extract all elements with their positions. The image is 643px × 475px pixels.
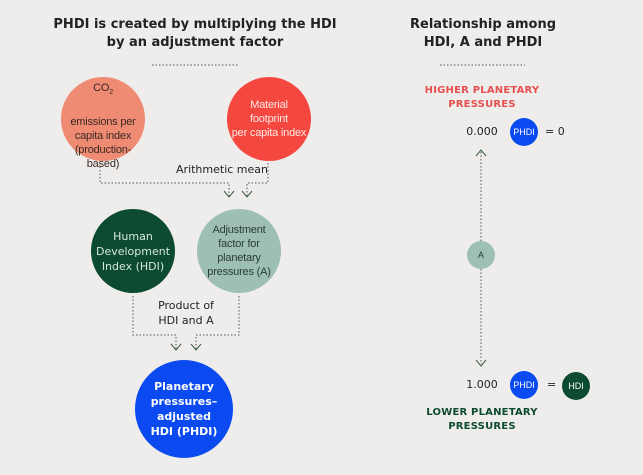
bottom-value: 1.000 — [466, 378, 498, 391]
arrow-down-icon — [475, 359, 487, 367]
phdi-badge-bottom: PHDI — [510, 371, 538, 399]
product-label: Product of HDI and A — [158, 299, 214, 327]
right-panel-title: Relationship among HDI, A and PHDI — [410, 17, 557, 50]
phdi-label: Planetary pressures– adjusted HDI (PHDI) — [150, 380, 218, 438]
adjustment-factor-circle: Adjustment factor for planetary pressure… — [197, 209, 281, 293]
higher-pressures-label: HIGHER PLANETARY PRESSURES — [424, 85, 540, 110]
adjustment-to-phdi-connector — [195, 296, 240, 349]
arithmetic-mean-label: Arithmetic mean — [176, 163, 268, 176]
arrow-down-icon — [190, 343, 202, 351]
phdi-badge-top: PHDI — [510, 118, 538, 146]
phdi-circle: Planetary pressures– adjusted HDI (PHDI) — [135, 360, 233, 458]
hdi-to-phdi-connector — [132, 296, 177, 349]
co2-label-rest: emissions per capita index (production- … — [70, 115, 136, 170]
material-footprint-circle: Material footprint per capita index — [227, 77, 311, 161]
lower-pressures-label: LOWER PLANETARY PRESSURES — [426, 407, 538, 432]
arrow-down-icon — [223, 190, 235, 198]
left-panel-title: PHDI is created by multiplying the HDI b… — [53, 17, 337, 50]
adjustment-factor-label: Adjustment factor for planetary pressure… — [207, 224, 271, 278]
co2-label-subscript: 2 — [109, 89, 113, 97]
arrow-up-icon — [475, 149, 487, 157]
top-value: 0.000 — [466, 125, 498, 138]
co2-emissions-circle: CO2 emissions per capita index (producti… — [61, 77, 145, 170]
bottom-equals: = — [547, 378, 557, 391]
hdi-circle: Human Development Index (HDI) — [91, 209, 175, 293]
top-equals: = 0 — [545, 125, 565, 138]
hdi-label: Human Development Index (HDI) — [95, 229, 171, 273]
a-badge: A — [467, 241, 495, 269]
arrow-down-icon — [170, 343, 182, 351]
co2-to-adjustment-connector — [99, 163, 230, 196]
hdi-badge: HDI — [562, 372, 590, 400]
co2-label-prefix: CO — [93, 82, 110, 95]
material-footprint-label: Material footprint per capita index — [231, 99, 307, 139]
arrow-down-icon — [241, 190, 253, 198]
